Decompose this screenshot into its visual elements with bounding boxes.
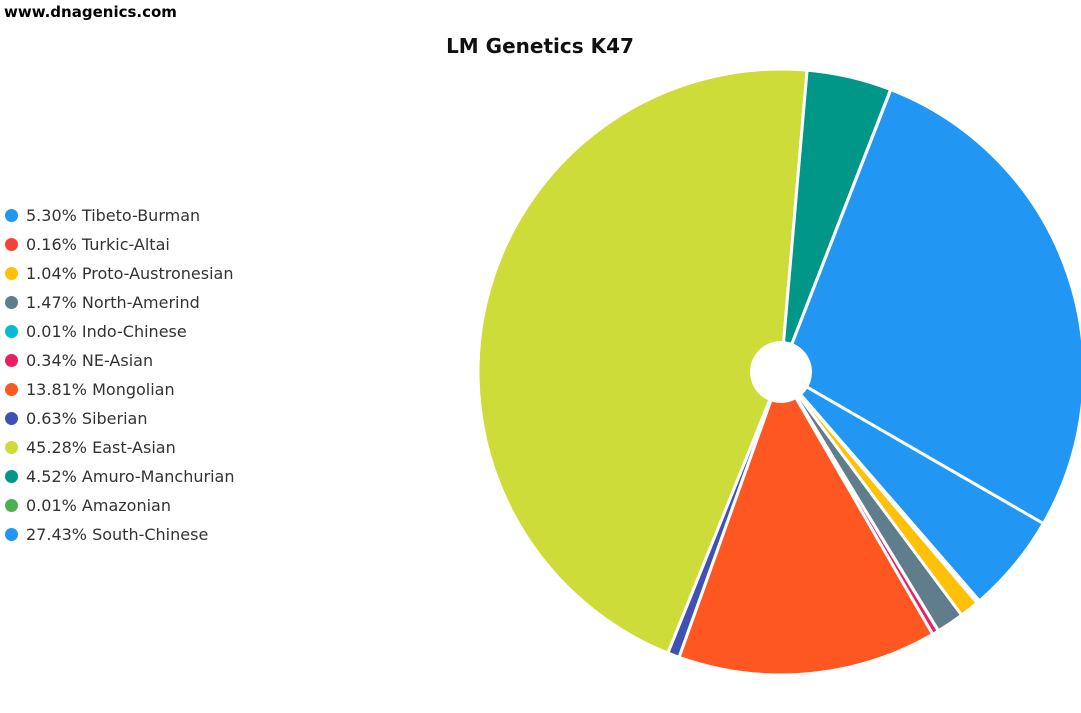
legend-swatch <box>5 325 18 338</box>
legend-item-ne-asian[interactable]: 0.34% NE-Asian <box>5 346 305 375</box>
legend-label: 0.16% Turkic-Altai <box>26 235 170 254</box>
site-url: www.dnagenics.com <box>4 3 177 21</box>
legend-item-siberian[interactable]: 0.63% Siberian <box>5 404 305 433</box>
legend-swatch <box>5 209 18 222</box>
legend-label: 4.52% Amuro-Manchurian <box>26 467 235 486</box>
legend-item-south-chinese[interactable]: 27.43% South-Chinese <box>5 520 305 549</box>
pie-center-hole <box>750 341 812 403</box>
legend-swatch <box>5 238 18 251</box>
legend-swatch <box>5 441 18 454</box>
legend-swatch <box>5 470 18 483</box>
legend-item-amuro-manchurian[interactable]: 4.52% Amuro-Manchurian <box>5 462 305 491</box>
chart-legend: 5.30% Tibeto-Burman 0.16% Turkic-Altai 1.0… <box>5 201 305 549</box>
legend-item-mongolian[interactable]: 13.81% Mongolian <box>5 375 305 404</box>
legend-label: 1.04% Proto-Austronesian <box>26 264 234 283</box>
legend-label: 27.43% South-Chinese <box>26 525 209 544</box>
legend-swatch <box>5 354 18 367</box>
legend-item-tibeto-burman[interactable]: 5.30% Tibeto-Burman <box>5 201 305 230</box>
legend-swatch <box>5 267 18 280</box>
pie-slice-south-chinese[interactable] <box>779 88 1081 525</box>
pie-slice-mongolian[interactable] <box>677 370 935 677</box>
legend-item-amazonian[interactable]: 0.01% Amazonian <box>5 491 305 520</box>
legend-label: 13.81% Mongolian <box>26 380 175 399</box>
legend-swatch <box>5 499 18 512</box>
chart-title: LM Genetics K47 <box>446 34 634 58</box>
legend-label: 0.01% Indo-Chinese <box>26 322 187 341</box>
legend-label: 45.28% East-Asian <box>26 438 176 457</box>
pie-slice-east-asian[interactable] <box>476 67 809 655</box>
legend-label: 0.63% Siberian <box>26 409 148 428</box>
legend-item-north-amerind[interactable]: 1.47% North-Amerind <box>5 288 305 317</box>
legend-label: 5.30% Tibeto-Burman <box>26 206 201 225</box>
legend-label: 1.47% North-Amerind <box>26 293 200 312</box>
legend-label: 0.34% NE-Asian <box>26 351 154 370</box>
legend-item-proto-austronesian[interactable]: 1.04% Proto-Austronesian <box>5 259 305 288</box>
legend-item-east-asian[interactable]: 45.28% East-Asian <box>5 433 305 462</box>
legend-swatch <box>5 528 18 541</box>
legend-item-turkic-altai[interactable]: 0.16% Turkic-Altai <box>5 230 305 259</box>
legend-swatch <box>5 412 18 425</box>
legend-label: 0.01% Amazonian <box>26 496 171 515</box>
legend-swatch <box>5 383 18 396</box>
legend-item-indo-chinese[interactable]: 0.01% Indo-Chinese <box>5 317 305 346</box>
legend-swatch <box>5 296 18 309</box>
